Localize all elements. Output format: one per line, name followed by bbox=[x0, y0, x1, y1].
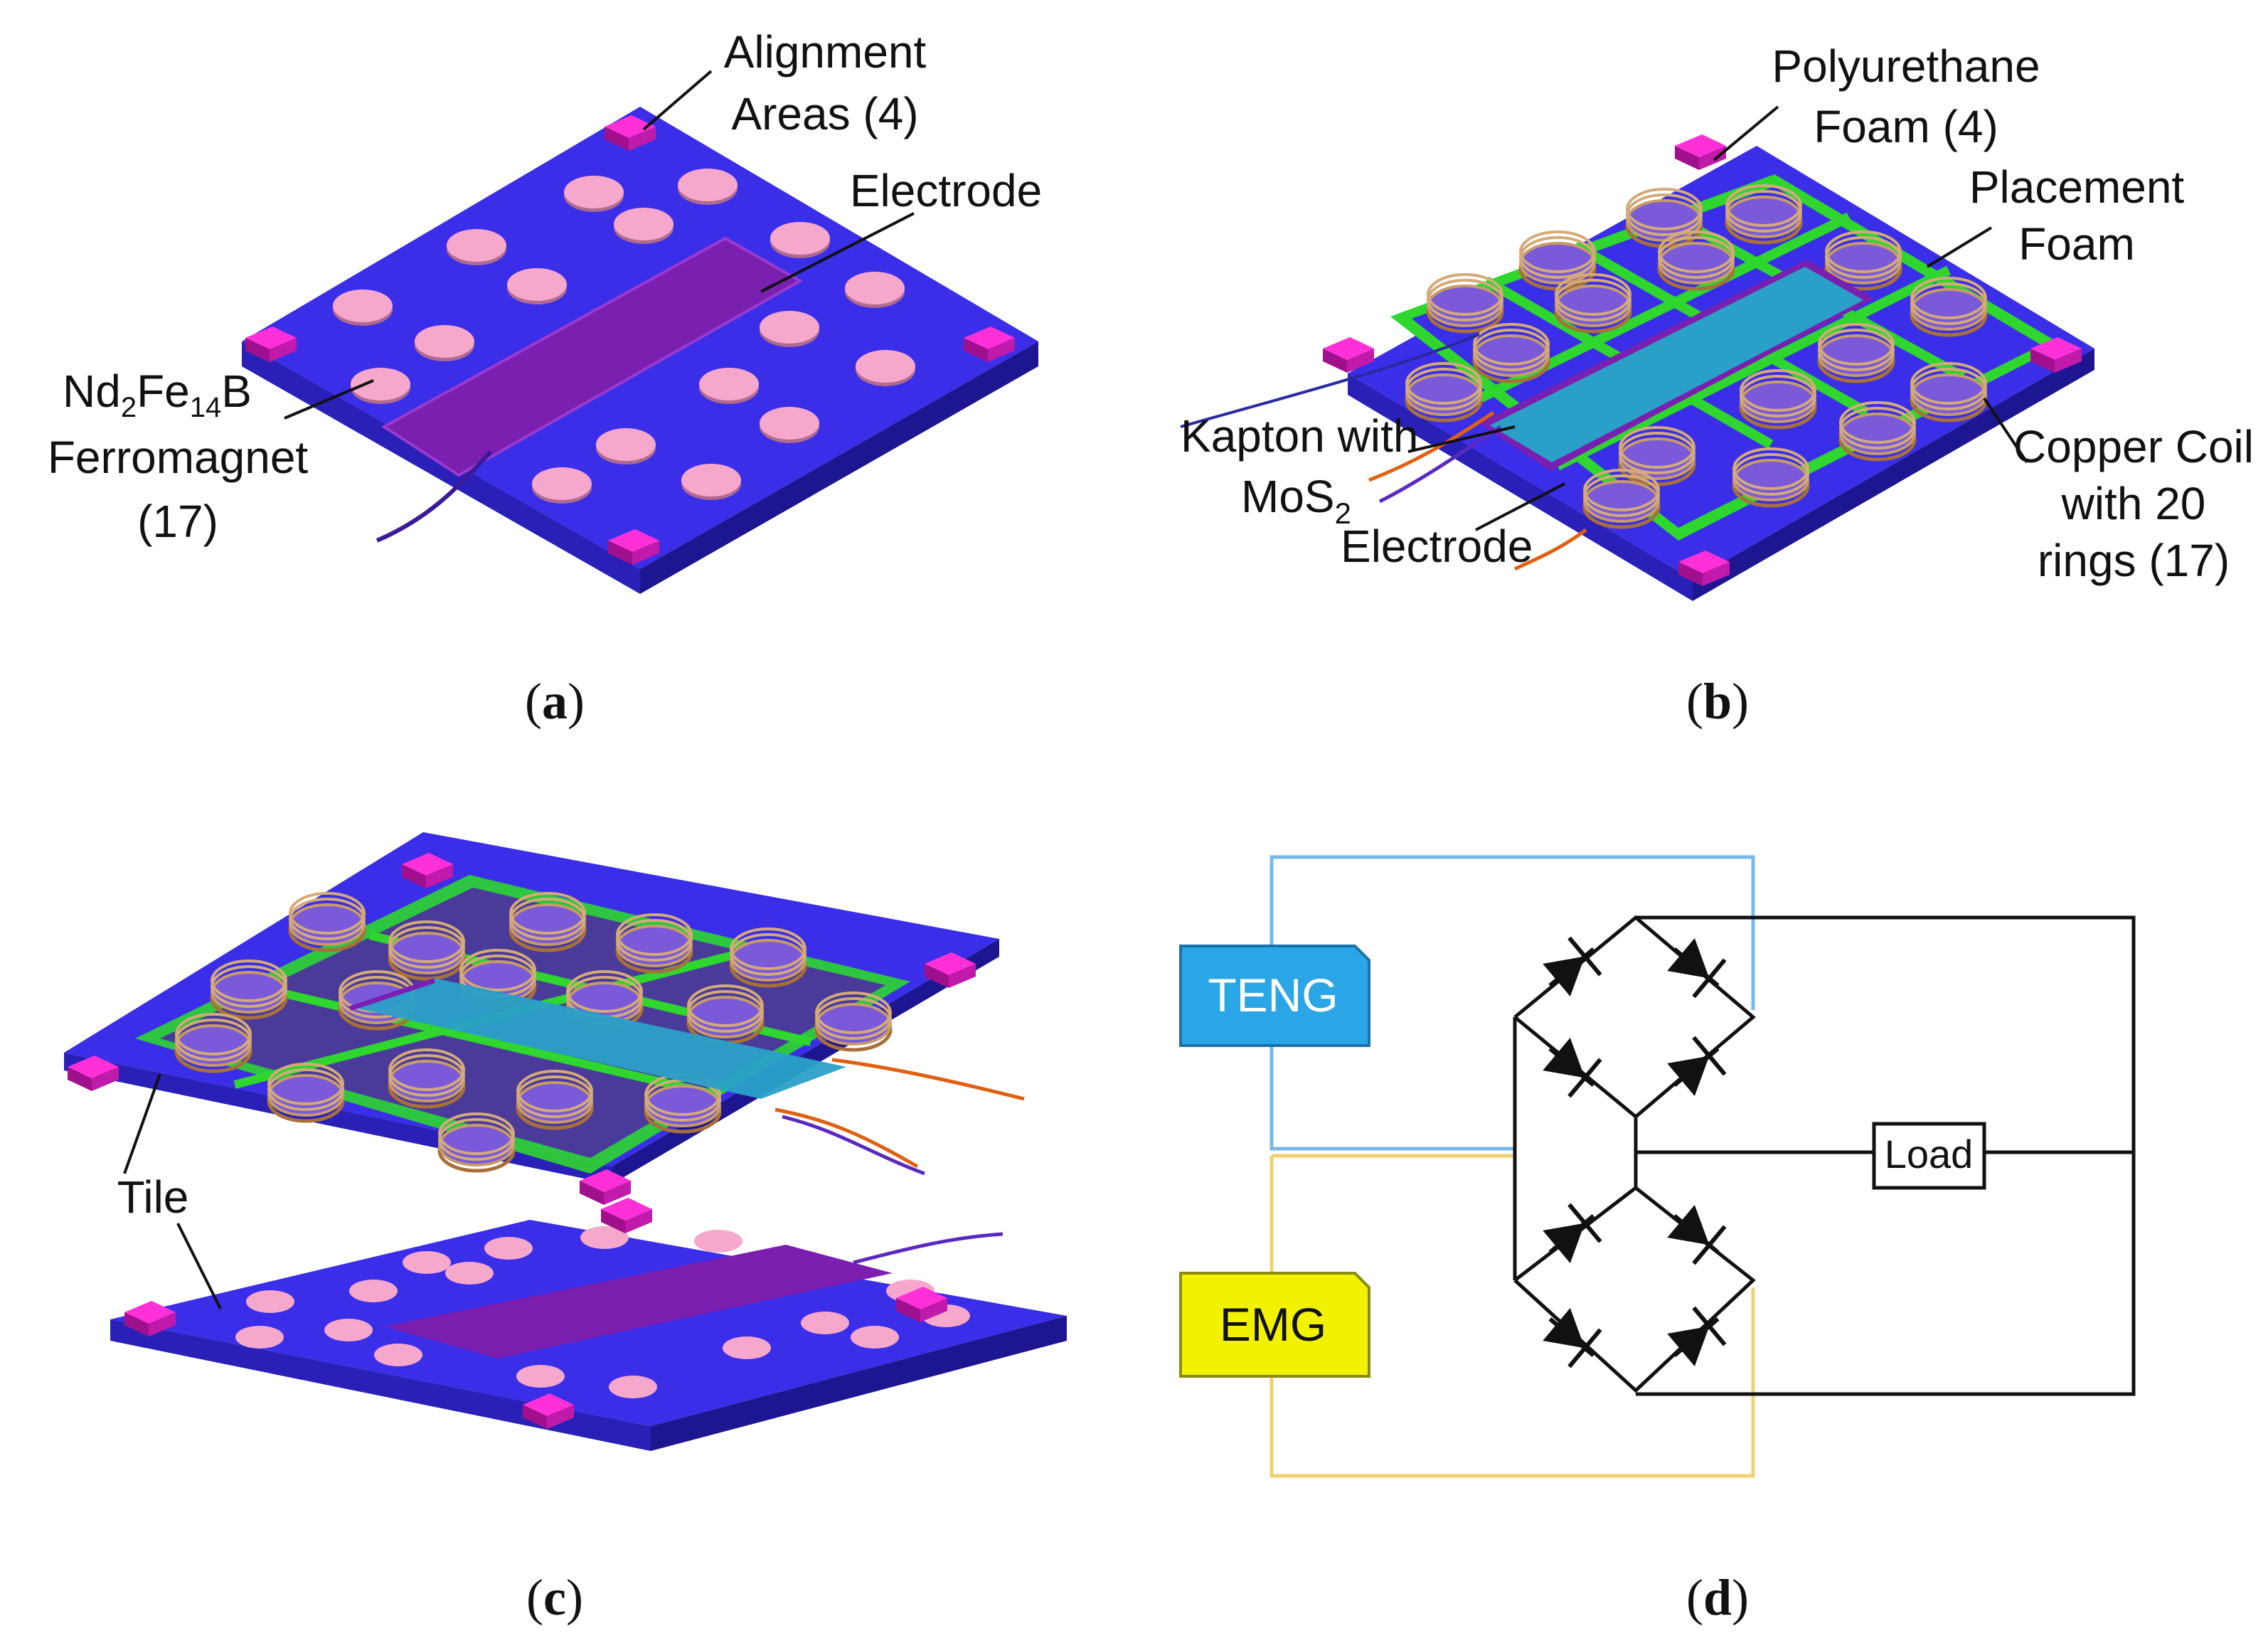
panel-a: Alignment Areas (4) Electrode Nd2Fe14B F… bbox=[48, 26, 1042, 730]
magnet-disc bbox=[760, 407, 819, 443]
panel-b: Polyurethane Foam (4) Placement Foam Kap… bbox=[1180, 41, 2254, 730]
magnet-disc bbox=[596, 428, 656, 464]
lead-wire bbox=[782, 1115, 925, 1176]
diode-icon bbox=[1535, 1197, 1609, 1271]
magnet-disc bbox=[678, 169, 738, 205]
label-ferromagnet-line3: (17) bbox=[137, 496, 218, 547]
lead-wire bbox=[831, 1058, 1025, 1101]
magnet-disc bbox=[333, 289, 393, 326]
label-tile: Tile bbox=[117, 1171, 189, 1223]
magnet-disc bbox=[415, 325, 474, 361]
label-placement-line2: Foam bbox=[2018, 218, 2135, 270]
electrode-a bbox=[381, 236, 804, 477]
lead-wire bbox=[376, 450, 493, 543]
magnet-disc bbox=[564, 176, 624, 212]
label-load: Load bbox=[1885, 1132, 1974, 1176]
top-tile-electrode-edge bbox=[348, 978, 435, 1011]
base-plate-b-side-left bbox=[1348, 373, 1693, 601]
label-placement-line1: Placement bbox=[1969, 161, 2185, 213]
label-coil-line3: rings (17) bbox=[2038, 535, 2230, 586]
magnet-disc bbox=[845, 272, 905, 308]
bottom-tile-magnets bbox=[235, 1226, 970, 1398]
caption-b: (b) bbox=[1686, 673, 1749, 730]
label-alignment-line1: Alignment bbox=[724, 26, 927, 78]
label-teng: TENG bbox=[1208, 969, 1338, 1021]
label-ferromagnet-line2: Ferromagnet bbox=[48, 432, 309, 483]
label-electrode-b: Electrode bbox=[1341, 521, 1533, 572]
magnet-disc bbox=[681, 464, 741, 500]
bottom-tile-side-right bbox=[651, 1316, 1067, 1451]
lead-wire bbox=[774, 1107, 919, 1169]
label-coil-line2: with 20 bbox=[2061, 478, 2206, 529]
lead-wire bbox=[853, 1232, 1003, 1265]
lead-wire bbox=[1378, 425, 1502, 504]
load-box bbox=[1872, 1122, 1986, 1190]
lead-wire bbox=[1368, 410, 1495, 482]
magnet-disc bbox=[507, 268, 567, 304]
top-tile-kapton bbox=[348, 978, 846, 1099]
magnet-disc bbox=[614, 208, 674, 244]
teng-box bbox=[1179, 945, 1370, 1047]
panel-c: Tile (c) bbox=[64, 832, 1067, 1626]
magnet-disc bbox=[532, 467, 592, 504]
label-coil-line1: Copper Coil bbox=[2013, 421, 2254, 472]
magnet-disc bbox=[856, 350, 915, 386]
panel-d: TENG EMG Load (d) bbox=[1179, 855, 2136, 1626]
lead-wire bbox=[1513, 528, 1587, 571]
polyurethane-foam bbox=[1675, 134, 1726, 170]
caption-d: (d) bbox=[1686, 1569, 1749, 1626]
magnet-disc bbox=[760, 311, 819, 347]
label-kapton-line1: Kapton with bbox=[1181, 410, 1418, 462]
label-ferromagnet-formula: Nd2Fe14B bbox=[63, 366, 252, 423]
emg-box bbox=[1179, 1272, 1370, 1378]
magnet-disc bbox=[770, 222, 830, 258]
label-alignment-line2: Areas (4) bbox=[731, 88, 918, 139]
lead-wire bbox=[1180, 333, 1480, 428]
bottom-tile-electrode bbox=[384, 1245, 893, 1359]
magnet-disc bbox=[699, 368, 759, 404]
diode-icon bbox=[1659, 1197, 1734, 1271]
base-plate-a-side-right bbox=[640, 341, 1038, 594]
label-polyurethane-line2: Foam (4) bbox=[1814, 101, 1998, 152]
label-polyurethane-line1: Polyurethane bbox=[1772, 41, 2040, 92]
magnet-disc bbox=[447, 229, 506, 265]
circuit-wires bbox=[1513, 915, 2136, 1396]
caption-c: (c) bbox=[526, 1569, 583, 1626]
label-electrode-a: Electrode bbox=[850, 165, 1042, 216]
label-emg: EMG bbox=[1220, 1298, 1326, 1351]
caption-a: (a) bbox=[525, 673, 585, 730]
kapton-mos2 bbox=[1490, 267, 1863, 462]
diode-icon bbox=[1535, 1300, 1609, 1374]
base-plate-a-side-left bbox=[242, 341, 640, 594]
bottom-tile-side bbox=[110, 1319, 651, 1451]
label-kapton-line2: MoS2 bbox=[1241, 471, 1351, 530]
